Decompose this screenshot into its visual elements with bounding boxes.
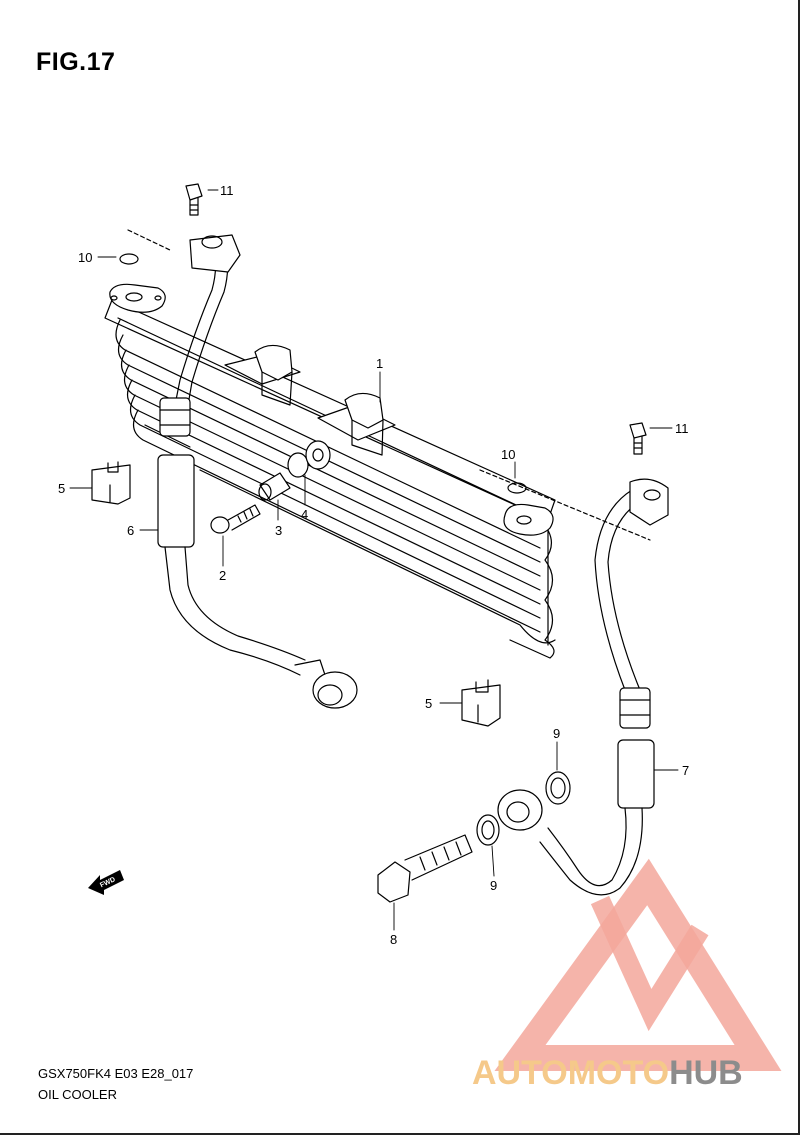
model-code: GSX750FK4 E03 E28_017 — [38, 1066, 194, 1081]
bolt-11-a — [185, 183, 203, 216]
gasket-9-b — [545, 771, 571, 805]
callout-10-b: 10 — [501, 447, 515, 462]
clamp-1 — [91, 461, 131, 505]
callout-2: 2 — [219, 568, 226, 583]
o-ring-10-b — [507, 482, 527, 494]
figure-title: FIG.17 — [36, 48, 116, 76]
callout-4: 4 — [301, 507, 308, 522]
section-name: OIL COOLER — [38, 1087, 117, 1102]
fwd-arrow-icon: FWD — [88, 870, 124, 895]
watermark-triangle-icon — [494, 858, 782, 1071]
callout-5-b: 5 — [425, 696, 432, 711]
gasket-9-b-hole — [550, 777, 566, 799]
cushion-4 — [287, 440, 331, 478]
callout-10-a: 10 — [78, 250, 92, 265]
callout-8: 8 — [390, 932, 397, 947]
union-bolt-8 — [377, 834, 473, 903]
callout-5-a: 5 — [58, 481, 65, 496]
bolt-2 — [210, 504, 261, 534]
automotohub-watermark: AUTOMOTOHUB — [472, 858, 782, 1092]
bolt-11-b — [629, 422, 647, 455]
callout-11-b: 11 — [675, 421, 689, 436]
gasket-9-a-hole — [481, 820, 495, 840]
oil-hose-left — [157, 234, 358, 709]
callout-9-a: 9 — [490, 878, 497, 893]
callouts: 11 10 1 10 11 5 6 2 3 4 5 9 7 9 8 — [58, 183, 689, 947]
callout-7: 7 — [682, 763, 689, 778]
spacer-3 — [258, 472, 291, 501]
callout-1: 1 — [376, 356, 383, 371]
watermark-text-part1: AUTOMOTO — [472, 1054, 669, 1092]
callout-9-b: 9 — [553, 726, 560, 741]
gasket-9-a — [476, 814, 500, 846]
watermark-text: AUTOMOTOHUB — [472, 1054, 743, 1092]
oil-hose-right — [497, 478, 669, 896]
o-ring-10-a — [119, 253, 139, 265]
watermark-text-part2: HUB — [669, 1054, 743, 1092]
callout-6: 6 — [127, 523, 134, 538]
clamp-2 — [461, 679, 501, 727]
oil-cooler — [104, 229, 651, 659]
callout-11-a: 11 — [220, 183, 234, 198]
callout-3: 3 — [275, 523, 282, 538]
